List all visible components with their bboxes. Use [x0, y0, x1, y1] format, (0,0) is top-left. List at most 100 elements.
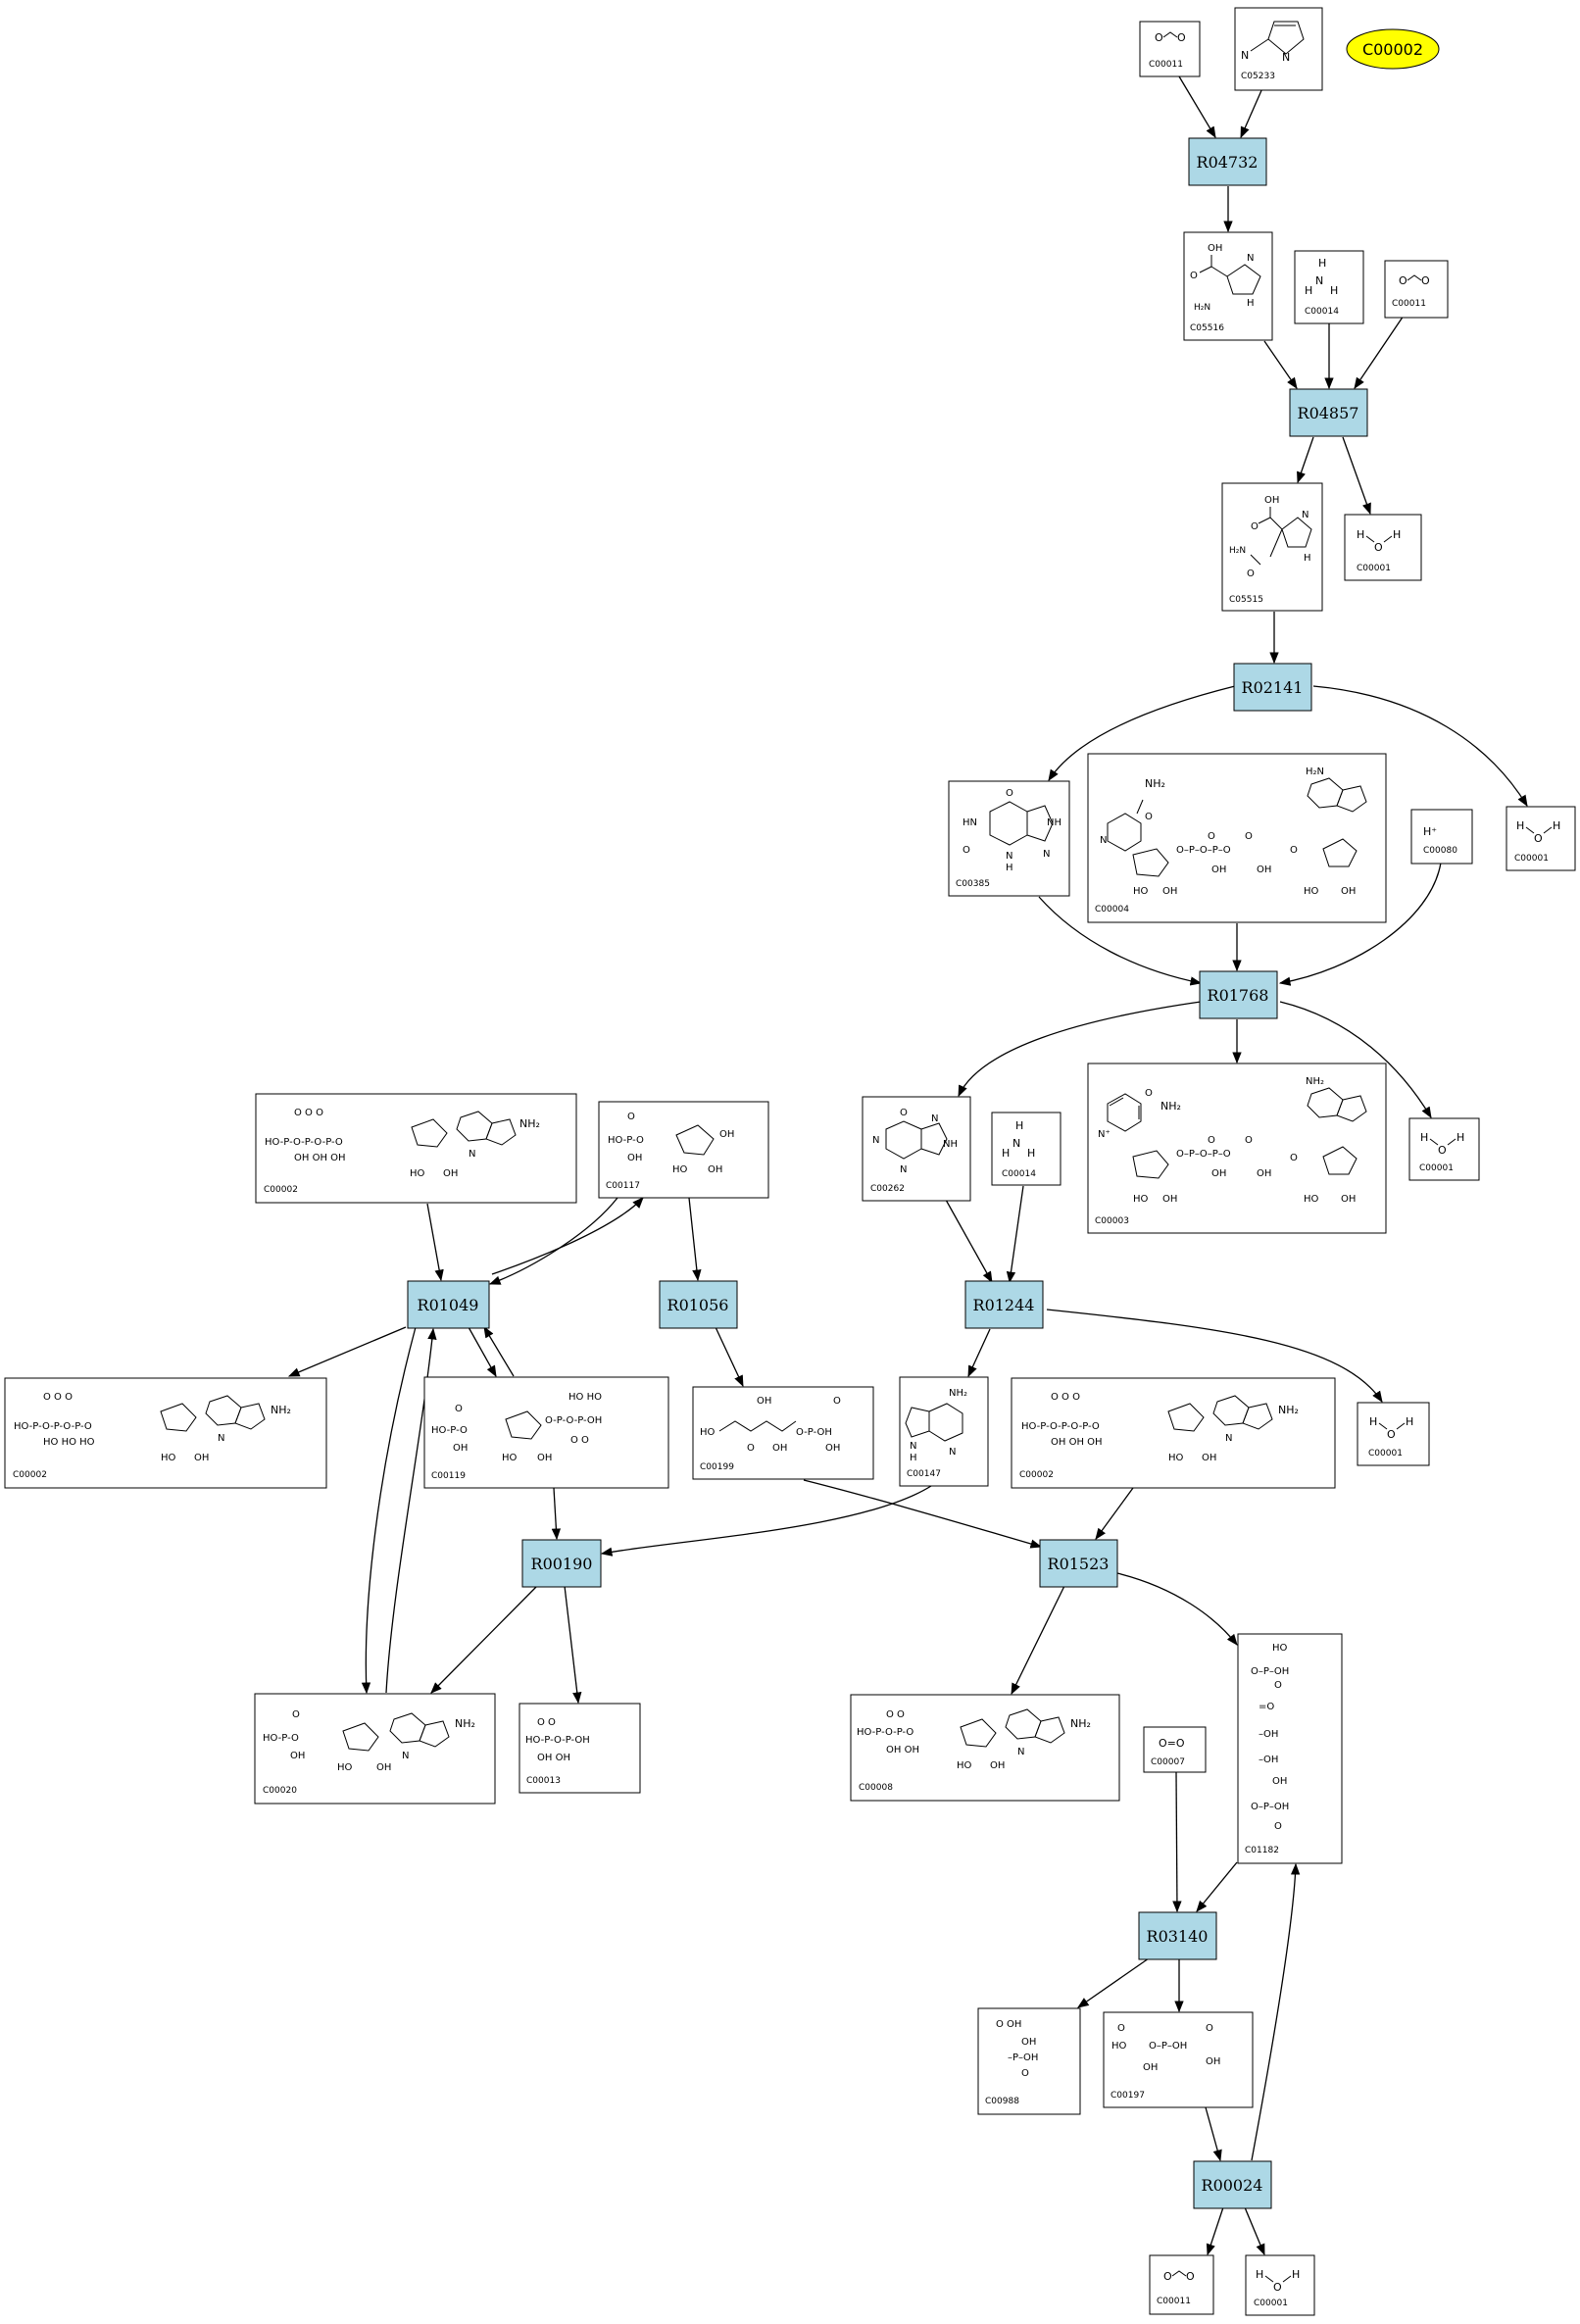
- compound-label: C00014: [1305, 307, 1339, 317]
- compound-node[interactable]: O O O HO-P-O-P-O-P-O OH OH OH HO OH NH₂ …: [255, 1093, 577, 1204]
- edge-r00190-c00013: [564, 1585, 582, 1705]
- compound-node[interactable]: N N C05233: [1234, 7, 1323, 91]
- svg-text:NH₂: NH₂: [271, 1404, 291, 1416]
- compound-label: C00988: [985, 2097, 1019, 2106]
- reaction-node-r01523[interactable]: R01523: [1039, 1539, 1118, 1588]
- svg-text:O: O: [455, 1404, 463, 1414]
- compound-node[interactable]: O=O C00007: [1143, 1726, 1207, 1773]
- svg-text:N: N: [1043, 849, 1050, 860]
- svg-text:HO HO: HO HO: [568, 1392, 602, 1403]
- start-compound-node[interactable]: C00002: [1346, 28, 1440, 70]
- compound-node[interactable]: H N H H C00014: [1294, 250, 1364, 324]
- compound-node[interactable]: O HO-P-O OH HO OH HO HO O-P-O-P-OH O O C…: [423, 1376, 669, 1489]
- compound-node[interactable]: H O H C00001: [1408, 1117, 1480, 1181]
- compound-node[interactable]: OH O HO O-P-OH O OH OH C00199: [692, 1386, 874, 1480]
- compound-node[interactable]: H O H C00001: [1506, 806, 1576, 871]
- compound-node[interactable]: OH O N H H₂N C05516: [1183, 231, 1273, 341]
- svg-text:H: H: [1002, 1147, 1010, 1160]
- compound-node[interactable]: O O C00011: [1384, 260, 1449, 319]
- reaction-node-r01049[interactable]: R01049: [407, 1280, 490, 1329]
- oxygen-structure: O=O: [1159, 1737, 1185, 1750]
- reaction-node-r01768[interactable]: R01768: [1199, 970, 1278, 1019]
- compound-node[interactable]: O OH OH –P–OH O C00988: [977, 2007, 1081, 2115]
- svg-text:O O O: O O O: [1051, 1392, 1080, 1403]
- reaction-node-r01056[interactable]: R01056: [659, 1280, 738, 1329]
- compound-node[interactable]: OH O N H₂N O H C05515: [1221, 482, 1323, 612]
- compound-label: C00003: [1095, 1216, 1129, 1226]
- compound-label: C00014: [1002, 1169, 1036, 1179]
- svg-text:O: O: [1021, 2068, 1029, 2079]
- svg-text:HO HO HO: HO HO HO: [43, 1437, 95, 1448]
- svg-text:N: N: [910, 1441, 916, 1452]
- svg-text:O–P–OH: O–P–OH: [1251, 1802, 1289, 1812]
- reaction-node-r02141[interactable]: R02141: [1233, 663, 1312, 712]
- ribose5p-structure: O HO-P-O OH OH HO OH: [608, 1112, 734, 1175]
- compound-node[interactable]: NH₂ O N⁺ HO OH O–P–O–P–O O O OH OH NH₂ O: [1087, 1063, 1387, 1234]
- reaction-node-r03140[interactable]: R03140: [1138, 1911, 1217, 1960]
- compound-node[interactable]: O O HO O–P–OH OH OH C00197: [1103, 2011, 1254, 2108]
- svg-text:N: N: [218, 1433, 224, 1444]
- compound-node[interactable]: NH₂ N H N C00147: [899, 1376, 989, 1487]
- svg-text:O O O: O O O: [294, 1108, 323, 1118]
- compound-node[interactable]: O O O HO-P-O-P-O-P-O HO HO HO HO OH NH₂ …: [4, 1377, 327, 1489]
- amp-structure: O HO-P-O OH HO OH NH₂ N: [263, 1709, 475, 1773]
- svg-text:O: O: [1290, 1153, 1298, 1163]
- ribulose-bisphosphate-structure: HO O–P–OH O =O –OH –OH OH O–P–OH O: [1251, 1643, 1289, 1832]
- edge-r01523-c00008: [1011, 1585, 1065, 1696]
- svg-text:O O: O O: [886, 1709, 905, 1720]
- adenine-structure: NH₂ N H N: [905, 1388, 967, 1463]
- svg-text:H: H: [1457, 1131, 1464, 1144]
- compound-node[interactable]: O O HO-P-O-P-OH OH OH C00013: [518, 1703, 641, 1794]
- edge-c00262-r01244: [945, 1199, 993, 1284]
- reaction-node-r04857[interactable]: R04857: [1289, 388, 1368, 437]
- compound-node[interactable]: O N N NH N C00262: [862, 1096, 971, 1202]
- svg-text:N: N: [1100, 835, 1107, 846]
- svg-text:HO: HO: [1304, 886, 1319, 897]
- compound-node[interactable]: O HO-P-O OH HO OH NH₂ N C00020: [254, 1693, 496, 1805]
- svg-text:O: O: [292, 1709, 300, 1720]
- compound-node[interactable]: H O H C00001: [1344, 514, 1422, 581]
- compound-node[interactable]: O O C00011: [1149, 2254, 1214, 2315]
- reaction-node-r01244[interactable]: R01244: [964, 1280, 1044, 1329]
- reaction-node-r00024[interactable]: R00024: [1193, 2160, 1272, 2209]
- edge-c00002-r01049: [426, 1203, 444, 1282]
- compound-node[interactable]: H⁺ C00080: [1410, 809, 1473, 865]
- water-structure: H O H: [1256, 2268, 1300, 2294]
- edge-r01049-c00020: [361, 1326, 417, 1695]
- reaction-label: R01049: [418, 1296, 479, 1314]
- reaction-node-r04732[interactable]: R04732: [1188, 137, 1267, 186]
- svg-text:O: O: [1145, 812, 1153, 822]
- edge-r01049-c00119: [468, 1326, 497, 1378]
- edge-c00011b-r04857: [1354, 315, 1405, 389]
- svg-text:O: O: [1245, 1135, 1253, 1146]
- ribulose5p-structure: OH O HO O-P-OH O OH OH: [700, 1396, 841, 1454]
- compound-node[interactable]: O O O HO-P-O-P-O-P-O OH OH OH HO OH NH₂ …: [1011, 1377, 1336, 1489]
- reaction-label: R04857: [1298, 404, 1359, 422]
- compound-node[interactable]: H O H C00001: [1245, 2254, 1315, 2316]
- svg-text:NH: NH: [943, 1139, 958, 1150]
- edge-r01523-c01182: [1116, 1572, 1238, 1646]
- svg-text:OH: OH: [708, 1164, 722, 1175]
- svg-text:O: O: [1245, 831, 1253, 842]
- compound-node[interactable]: H O H C00001: [1357, 1402, 1430, 1466]
- edge-c00199-r01523: [803, 1479, 1043, 1549]
- compound-node[interactable]: O O C00011: [1139, 21, 1201, 77]
- compound-node[interactable]: O HN NH O N H N C00385: [948, 780, 1070, 897]
- compound-node[interactable]: O O HO-P-O-P-O OH OH HO OH NH₂ N C00008: [850, 1694, 1120, 1802]
- compound-node[interactable]: NH₂ O N HO OH O–P–O–P–O O O OH OH H₂N O …: [1087, 753, 1387, 923]
- svg-text:O–P–OH: O–P–OH: [1251, 1666, 1289, 1677]
- svg-text:O: O: [1374, 541, 1383, 554]
- compound-node[interactable]: O HO-P-O OH OH HO OH C00117: [598, 1101, 769, 1199]
- edge-r00024-c00011c: [1206, 2206, 1224, 2256]
- compound-label: C00011: [1392, 299, 1426, 309]
- reaction-node-r00190[interactable]: R00190: [521, 1539, 602, 1588]
- atp-structure: O O O HO-P-O-P-O-P-O OH OH OH HO OH NH₂ …: [1021, 1392, 1299, 1463]
- compound-node[interactable]: HO O–P–OH O =O –OH –OH OH O–P–OH O C0118…: [1237, 1633, 1343, 1864]
- svg-text:–OH: –OH: [1259, 1729, 1278, 1740]
- reaction-label: R01056: [667, 1296, 729, 1314]
- svg-text:OH: OH: [1264, 495, 1279, 506]
- reaction-label: R01768: [1208, 986, 1269, 1005]
- compound-node[interactable]: H N H H C00014: [991, 1112, 1062, 1186]
- svg-text:OH: OH: [1257, 865, 1271, 875]
